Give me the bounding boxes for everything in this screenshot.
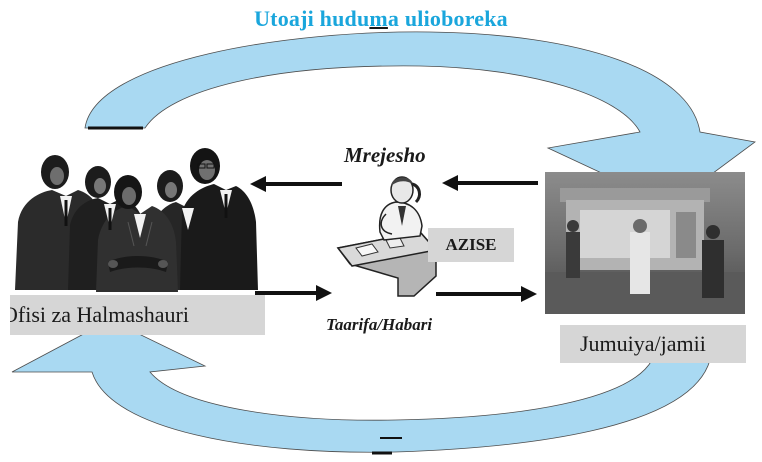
arrow-azise-to-jumuiya bbox=[436, 286, 537, 302]
desk-worker-illustration bbox=[336, 176, 438, 297]
information-label: Taarifa/Habari bbox=[326, 315, 433, 334]
azise-label-box: AZISE bbox=[428, 228, 514, 262]
community-label-box: Jumuiya/jamii bbox=[560, 325, 746, 363]
community-photo bbox=[545, 172, 745, 314]
bottom-cycle-arrow bbox=[11, 319, 711, 455]
arrow-azise-to-ofisi bbox=[250, 176, 342, 192]
officials-group-illustration bbox=[15, 148, 258, 292]
arrow-jumuiya-to-azise bbox=[442, 175, 538, 191]
council-office-label-box: Ofisi za Halmashauri bbox=[10, 295, 265, 335]
diagram-title: Utoaji huduma ulioboreka bbox=[254, 6, 508, 31]
feedback-label: Mrejesho bbox=[344, 143, 426, 167]
arrow-ofisi-to-azise bbox=[255, 285, 332, 301]
title-underlined-letter: m bbox=[369, 6, 388, 31]
top-cycle-arrow bbox=[84, 31, 756, 206]
